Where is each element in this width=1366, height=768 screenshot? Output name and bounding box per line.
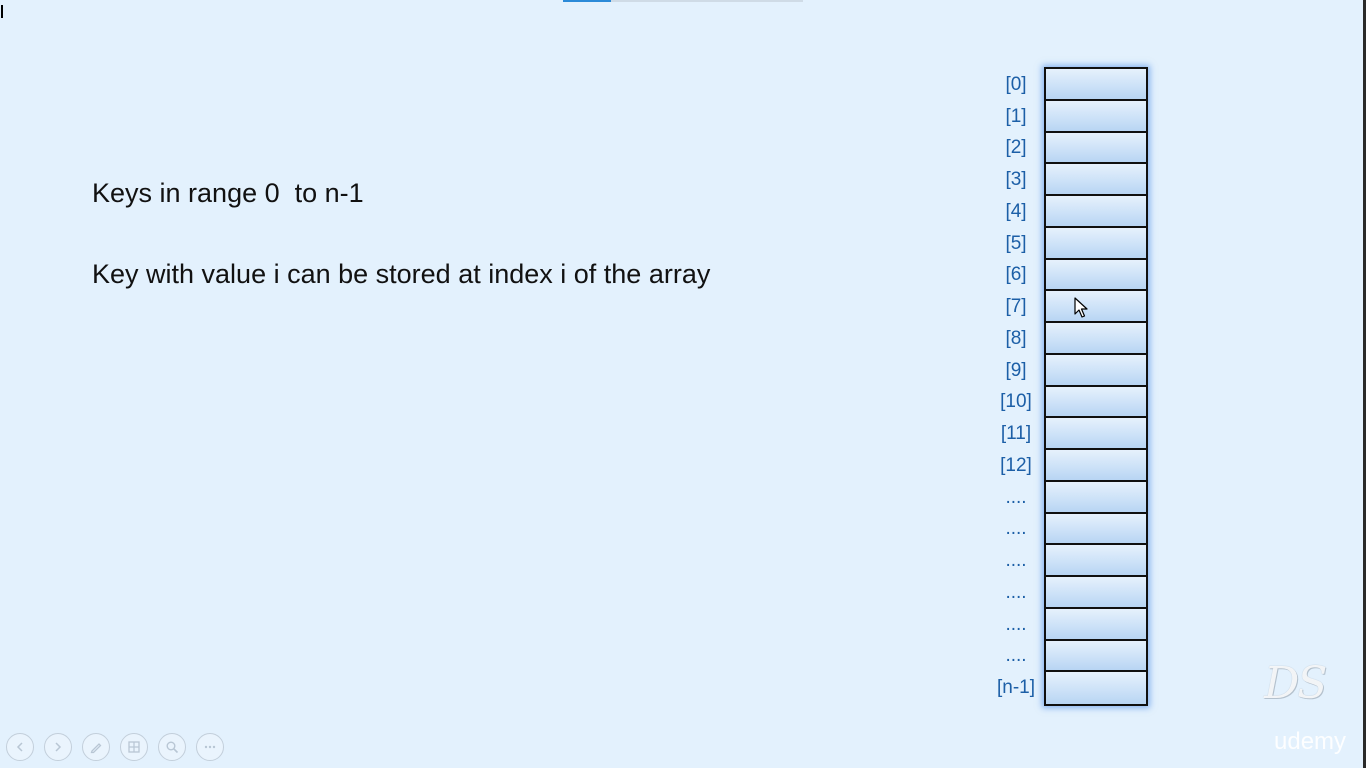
array-index-label: [8]	[1005, 327, 1027, 349]
previous-slide-button[interactable]	[6, 733, 34, 761]
slides-icon	[127, 740, 141, 754]
zoom-button[interactable]	[158, 733, 186, 761]
array-index-label: [n-1]	[996, 677, 1036, 699]
array-cell	[1046, 132, 1146, 165]
array-cell	[1046, 418, 1146, 450]
array-cell	[1046, 100, 1146, 133]
array-cell	[1046, 450, 1146, 482]
array-cell	[1046, 513, 1146, 546]
previous-icon	[14, 741, 26, 753]
array-cell	[1046, 227, 1146, 260]
right-window-edge	[1363, 0, 1366, 768]
array-index-label: [1]	[1005, 105, 1027, 127]
array-index-label: [7]	[1005, 296, 1027, 318]
array-index-label: ....	[1005, 581, 1027, 603]
array-cell	[1046, 323, 1146, 355]
top-progress-accent	[563, 0, 611, 2]
array-diagram	[1044, 67, 1148, 706]
array-cell	[1046, 164, 1146, 196]
pen-icon	[89, 740, 103, 754]
array-index-label: ....	[1005, 518, 1027, 540]
text-caret	[1, 5, 3, 18]
array-cell	[1046, 608, 1146, 641]
array-cell	[1046, 672, 1146, 704]
array-index-label: [3]	[1005, 169, 1027, 191]
see-all-slides-button[interactable]	[120, 733, 148, 761]
array-index-label: [2]	[1005, 137, 1027, 159]
array-index-label: [12]	[1000, 454, 1032, 476]
array-index-label: [6]	[1005, 264, 1027, 286]
array-index-label: ....	[1005, 645, 1027, 667]
array-index-label: [4]	[1005, 200, 1027, 222]
array-cell	[1046, 259, 1146, 292]
array-cell	[1046, 545, 1146, 577]
array-index-label: [9]	[1005, 359, 1027, 381]
array-cell	[1046, 640, 1146, 673]
array-index-label: ....	[1005, 613, 1027, 635]
ds-watermark-logo: DS	[1264, 658, 1327, 709]
zoom-icon	[165, 740, 179, 754]
array-index-label: ....	[1005, 486, 1027, 508]
array-index-label: [11]	[1000, 423, 1032, 445]
array-index-label: [10]	[1000, 391, 1032, 413]
array-cell	[1046, 69, 1146, 101]
pen-tool-button[interactable]	[82, 733, 110, 761]
slide-text-line-2: Key with value i can be stored at index …	[92, 259, 711, 289]
more-icon	[203, 740, 217, 754]
top-progress-line	[563, 0, 803, 2]
mouse-pointer-icon	[1074, 297, 1088, 324]
slide-text-line-1: Keys in range 0 to n-1	[92, 178, 364, 208]
array-cell	[1046, 481, 1146, 514]
array-index-label: [5]	[1005, 232, 1027, 254]
slide-controls	[6, 733, 224, 761]
next-icon	[52, 741, 64, 753]
array-cell	[1046, 386, 1146, 419]
next-slide-button[interactable]	[44, 733, 72, 761]
array-cell	[1046, 354, 1146, 387]
array-cell	[1046, 577, 1146, 609]
array-index-label: [0]	[1005, 73, 1027, 95]
udemy-logo: udemy	[1274, 728, 1347, 755]
array-index-label: ....	[1005, 550, 1027, 572]
more-options-button[interactable]	[196, 733, 224, 761]
array-cell	[1046, 291, 1146, 323]
array-cell	[1046, 196, 1146, 228]
